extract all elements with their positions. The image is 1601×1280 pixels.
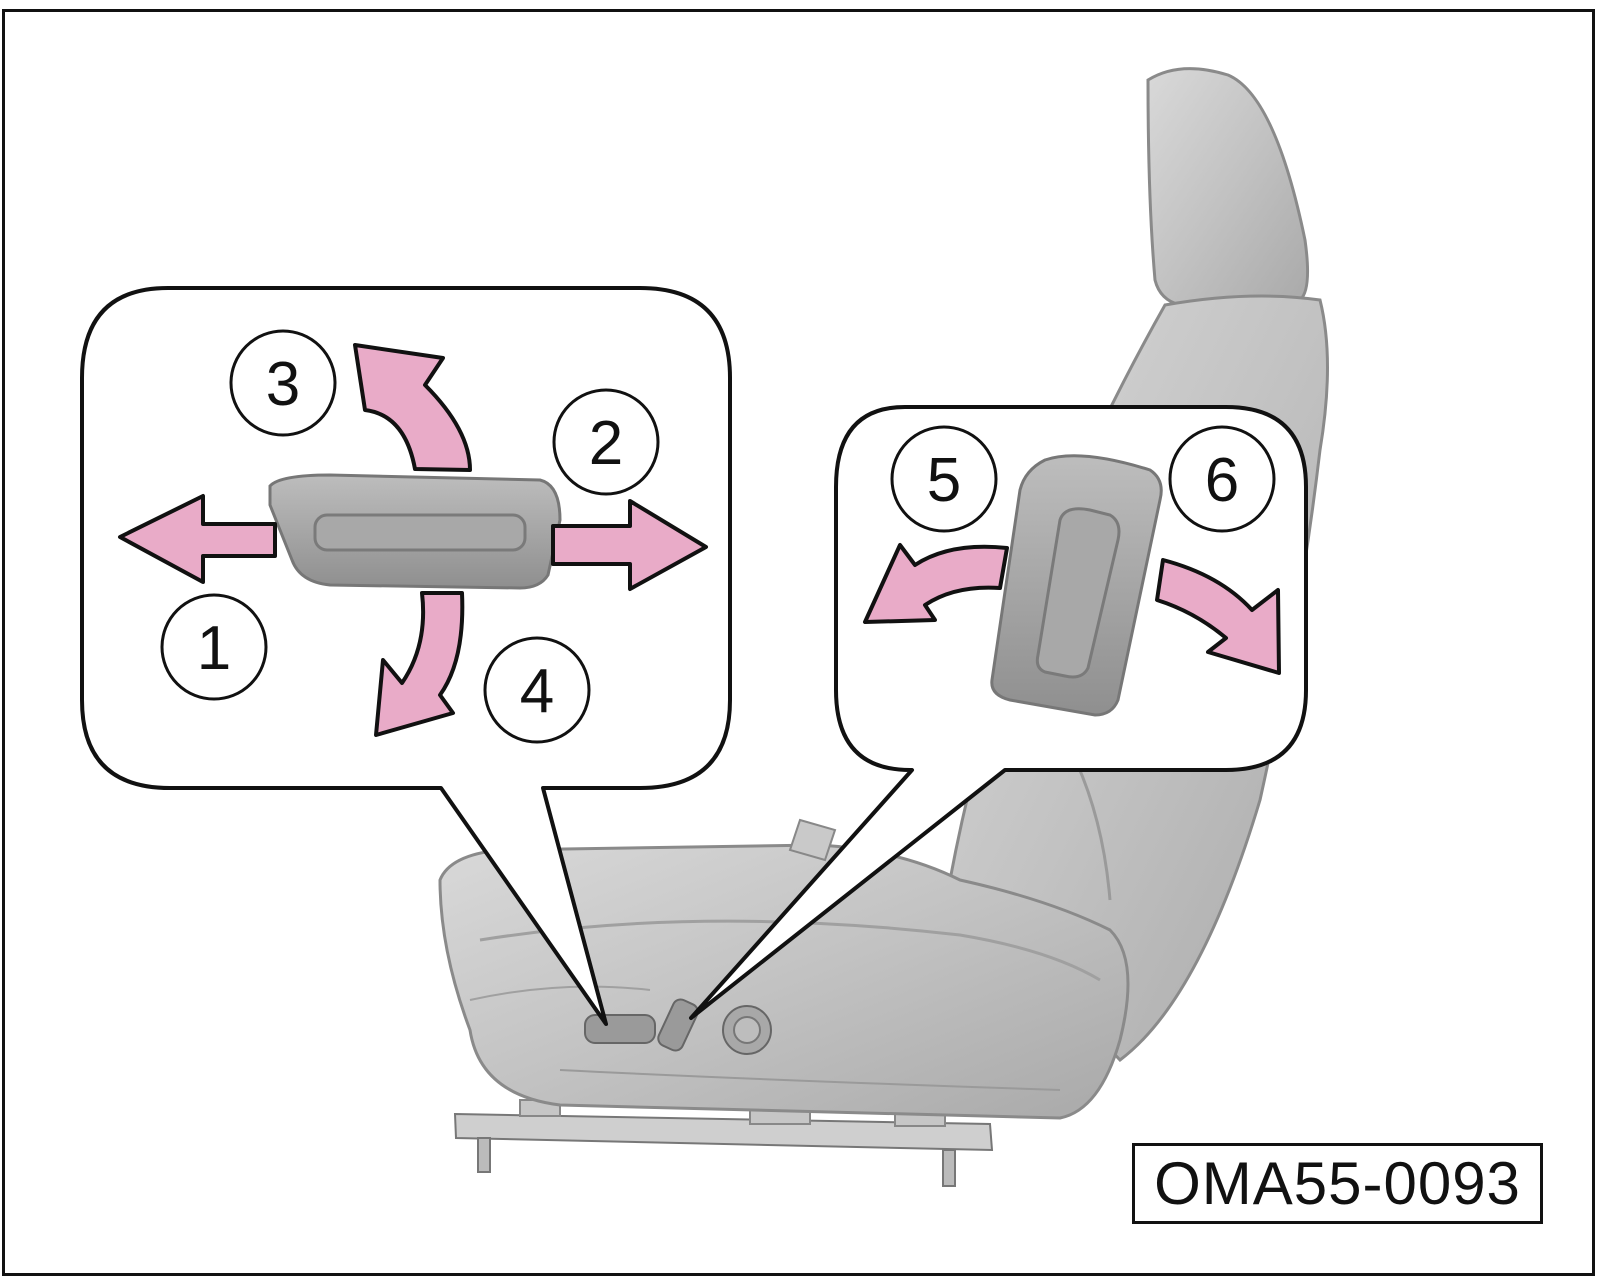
svg-text:3: 3 [266,350,300,419]
callout-backrest-switch [689,405,1308,1020]
headrest [1146,67,1310,311]
marker-3: 3 [229,329,337,437]
marker-5: 5 [890,425,998,533]
curved-arrow-up-icon [353,343,472,472]
svg-text:1: 1 [197,614,231,683]
arrow-left-icon [118,494,277,584]
marker-1: 1 [160,593,268,701]
curved-arrow-down-icon [374,591,465,737]
curved-arrow-right-icon [1155,558,1281,675]
svg-text:2: 2 [589,409,623,478]
marker-2: 2 [552,388,660,496]
seat-cushion [438,818,1130,1120]
backrest-switch-knob [990,454,1163,717]
svg-text:6: 6 [1205,446,1239,515]
svg-text:4: 4 [520,657,554,726]
marker-4: 4 [483,636,591,744]
svg-text:5: 5 [927,446,961,515]
figure-code-label: OMA55-0093 [1132,1143,1543,1224]
cushion-switch-knob [268,473,562,590]
marker-6: 6 [1168,425,1276,533]
curved-arrow-left-icon [863,543,1009,624]
arrow-right-icon [551,499,708,591]
figure-frame [2,9,1595,1276]
